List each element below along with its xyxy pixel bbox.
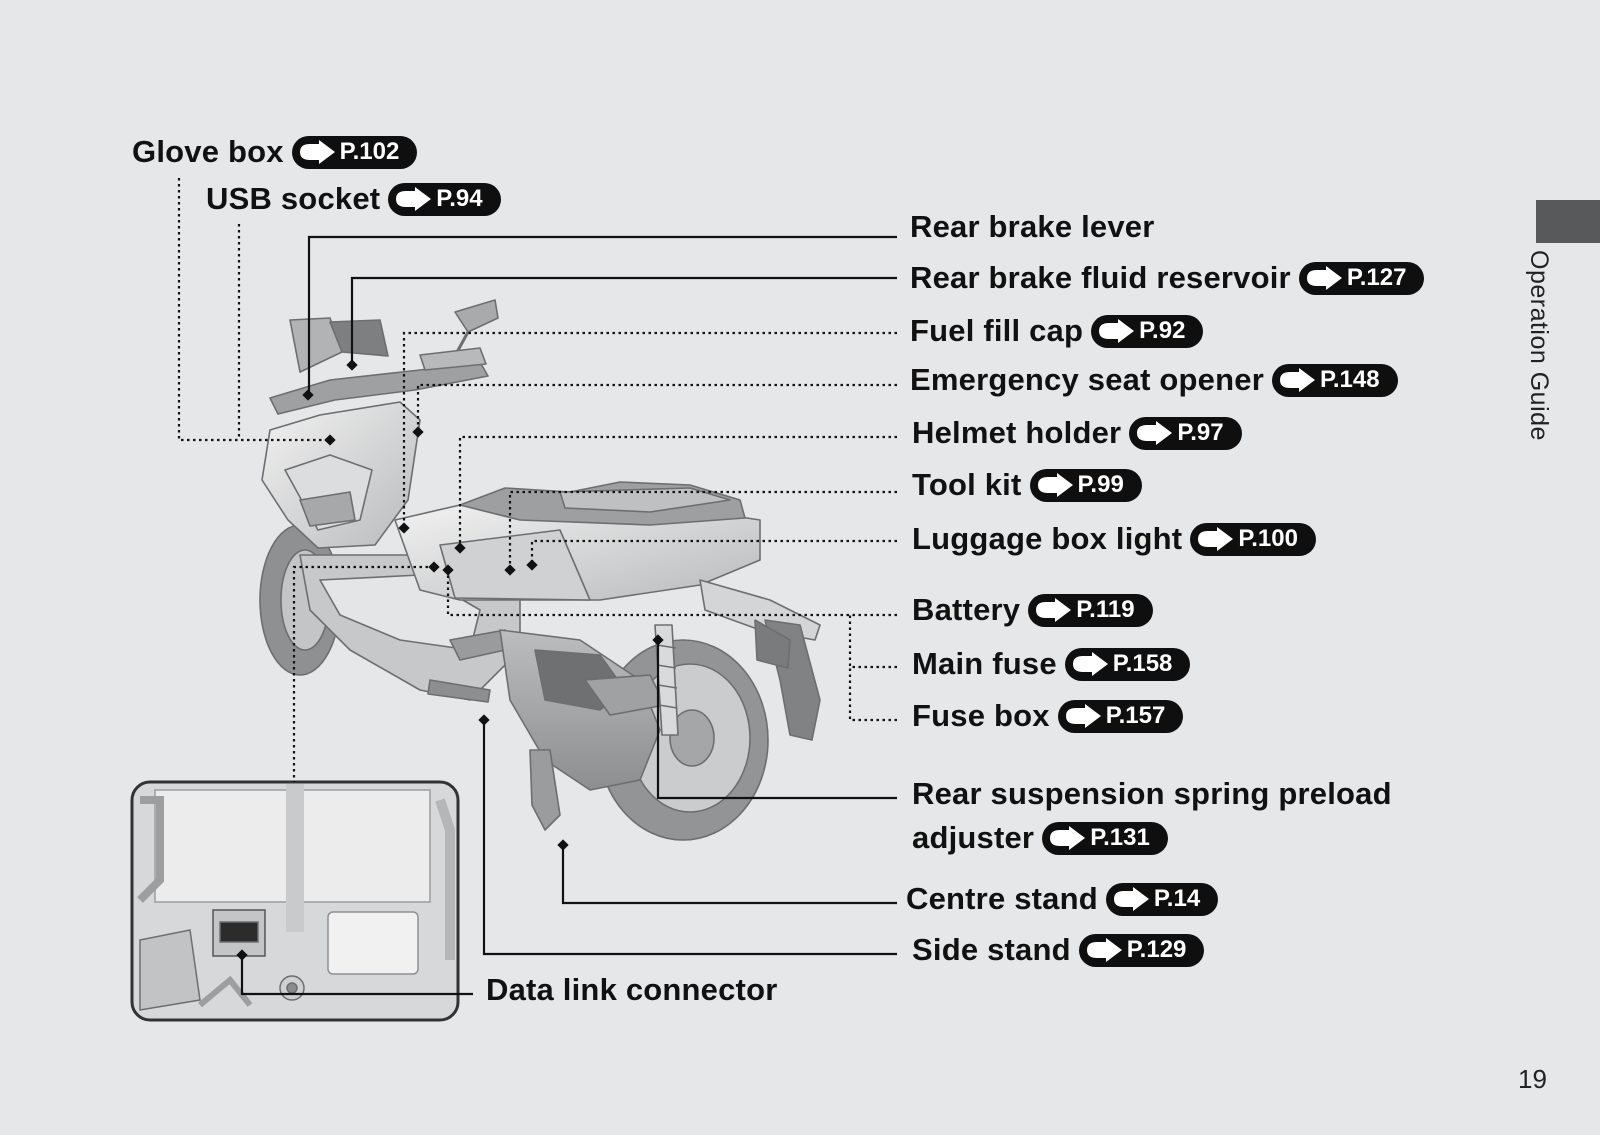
page-ref-badge[interactable]: P.131 [1042, 822, 1168, 855]
label-rear-suspension: Rear suspension spring preload adjuster … [912, 772, 1392, 860]
ref-page-text: P.127 [1347, 259, 1407, 297]
label-emergency-seat-opener: Emergency seat opener P.148 [910, 361, 1398, 399]
ref-page-text: P.158 [1113, 645, 1173, 683]
rear-suspension-line1: Rear suspension spring preload [912, 772, 1392, 816]
centre-stand-text: Centre stand [906, 880, 1098, 918]
page-ref-badge[interactable]: P.119 [1028, 594, 1152, 627]
label-helmet-holder: Helmet holder P.97 [912, 414, 1242, 452]
arrow-right-icon [1277, 368, 1317, 392]
section-title: Operation Guide [1524, 250, 1553, 441]
label-fuel-fill-cap: Fuel fill cap P.92 [910, 312, 1203, 350]
leader-centre-stand [563, 845, 897, 903]
luggage-light-text: Luggage box light [912, 520, 1182, 558]
page-number: 19 [1518, 1064, 1547, 1095]
page-ref-badge[interactable]: P.157 [1058, 700, 1184, 733]
arrow-right-icon [1070, 652, 1110, 676]
page-ref-badge[interactable]: P.100 [1190, 523, 1316, 556]
page-ref-badge[interactable]: P.127 [1299, 262, 1425, 295]
fuel-fill-cap-text: Fuel fill cap [910, 312, 1083, 350]
ref-page-text: P.94 [436, 180, 482, 218]
rear-suspension-line2: adjuster [912, 816, 1034, 860]
page-ref-badge[interactable]: P.92 [1091, 315, 1203, 348]
leader-fuse-box [850, 667, 897, 720]
page-ref-badge[interactable]: P.158 [1065, 648, 1191, 681]
label-luggage-box-light: Luggage box light P.100 [912, 520, 1316, 558]
ref-page-text: P.129 [1127, 931, 1187, 969]
page-ref-badge[interactable]: P.94 [388, 183, 500, 216]
rear-brake-lever-text: Rear brake lever [910, 208, 1154, 246]
fuse-box-text: Fuse box [912, 697, 1050, 735]
emergency-seat-text: Emergency seat opener [910, 361, 1264, 399]
helmet-holder-text: Helmet holder [912, 414, 1121, 452]
battery-text: Battery [912, 591, 1020, 629]
page-ref-badge[interactable]: P.129 [1079, 934, 1205, 967]
arrow-right-icon [1134, 421, 1174, 445]
scooter-illustration [260, 300, 820, 840]
label-tool-kit: Tool kit P.99 [912, 466, 1142, 504]
ref-page-text: P.100 [1238, 520, 1298, 558]
label-main-fuse: Main fuse P.158 [912, 645, 1190, 683]
label-battery: Battery P.119 [912, 591, 1153, 629]
page-ref-badge[interactable]: P.102 [292, 136, 418, 169]
arrow-right-icon [1033, 598, 1073, 622]
main-fuse-text: Main fuse [912, 645, 1057, 683]
inset-data-link [132, 782, 458, 1020]
page-ref-badge[interactable]: P.148 [1272, 364, 1398, 397]
side-stand-text: Side stand [912, 931, 1071, 969]
arrow-right-icon [1096, 319, 1136, 343]
leader-main-fuse [850, 615, 897, 667]
label-centre-stand: Centre stand P.14 [906, 880, 1218, 918]
ref-page-text: P.97 [1177, 414, 1223, 452]
page-ref-badge[interactable]: P.99 [1030, 469, 1142, 502]
arrow-right-icon [1063, 704, 1103, 728]
arrow-right-icon [393, 187, 433, 211]
label-side-stand: Side stand P.129 [912, 931, 1204, 969]
arrow-right-icon [1047, 826, 1087, 850]
leader-rear-brake-fluid [352, 278, 897, 365]
ref-page-text: P.157 [1106, 697, 1166, 735]
page-ref-badge[interactable]: P.97 [1129, 417, 1241, 450]
arrow-right-icon [1084, 938, 1124, 962]
ref-page-text: P.148 [1320, 361, 1380, 399]
page-ref-badge[interactable]: P.14 [1106, 883, 1218, 916]
ref-page-text: P.102 [340, 133, 400, 171]
label-glove-box: Glove box P.102 [132, 133, 417, 171]
arrow-right-icon [1111, 887, 1151, 911]
usb-socket-text: USB socket [206, 180, 380, 218]
arrow-right-icon [1035, 473, 1075, 497]
ref-page-text: P.92 [1139, 312, 1185, 350]
ref-page-text: P.14 [1154, 880, 1200, 918]
arrow-right-icon [1304, 266, 1344, 290]
ref-page-text: P.119 [1076, 591, 1134, 629]
label-data-link-connector: Data link connector [486, 971, 777, 1009]
leader-emergency-seat [418, 385, 897, 432]
label-usb-socket: USB socket P.94 [206, 180, 501, 218]
arrow-right-icon [1195, 527, 1235, 551]
section-tab-marker [1536, 200, 1600, 243]
leader-rear-brake-lever [309, 237, 897, 395]
arrow-right-icon [297, 140, 337, 164]
ref-page-text: P.131 [1090, 816, 1150, 860]
label-rear-brake-lever: Rear brake lever [910, 208, 1154, 246]
glove-box-text: Glove box [132, 133, 284, 171]
data-link-text: Data link connector [486, 971, 777, 1009]
ref-page-text: P.99 [1078, 466, 1124, 504]
label-rear-brake-fluid: Rear brake fluid reservoir P.127 [910, 259, 1424, 297]
label-fuse-box: Fuse box P.157 [912, 697, 1183, 735]
tool-kit-text: Tool kit [912, 466, 1022, 504]
rear-brake-fluid-text: Rear brake fluid reservoir [910, 259, 1291, 297]
